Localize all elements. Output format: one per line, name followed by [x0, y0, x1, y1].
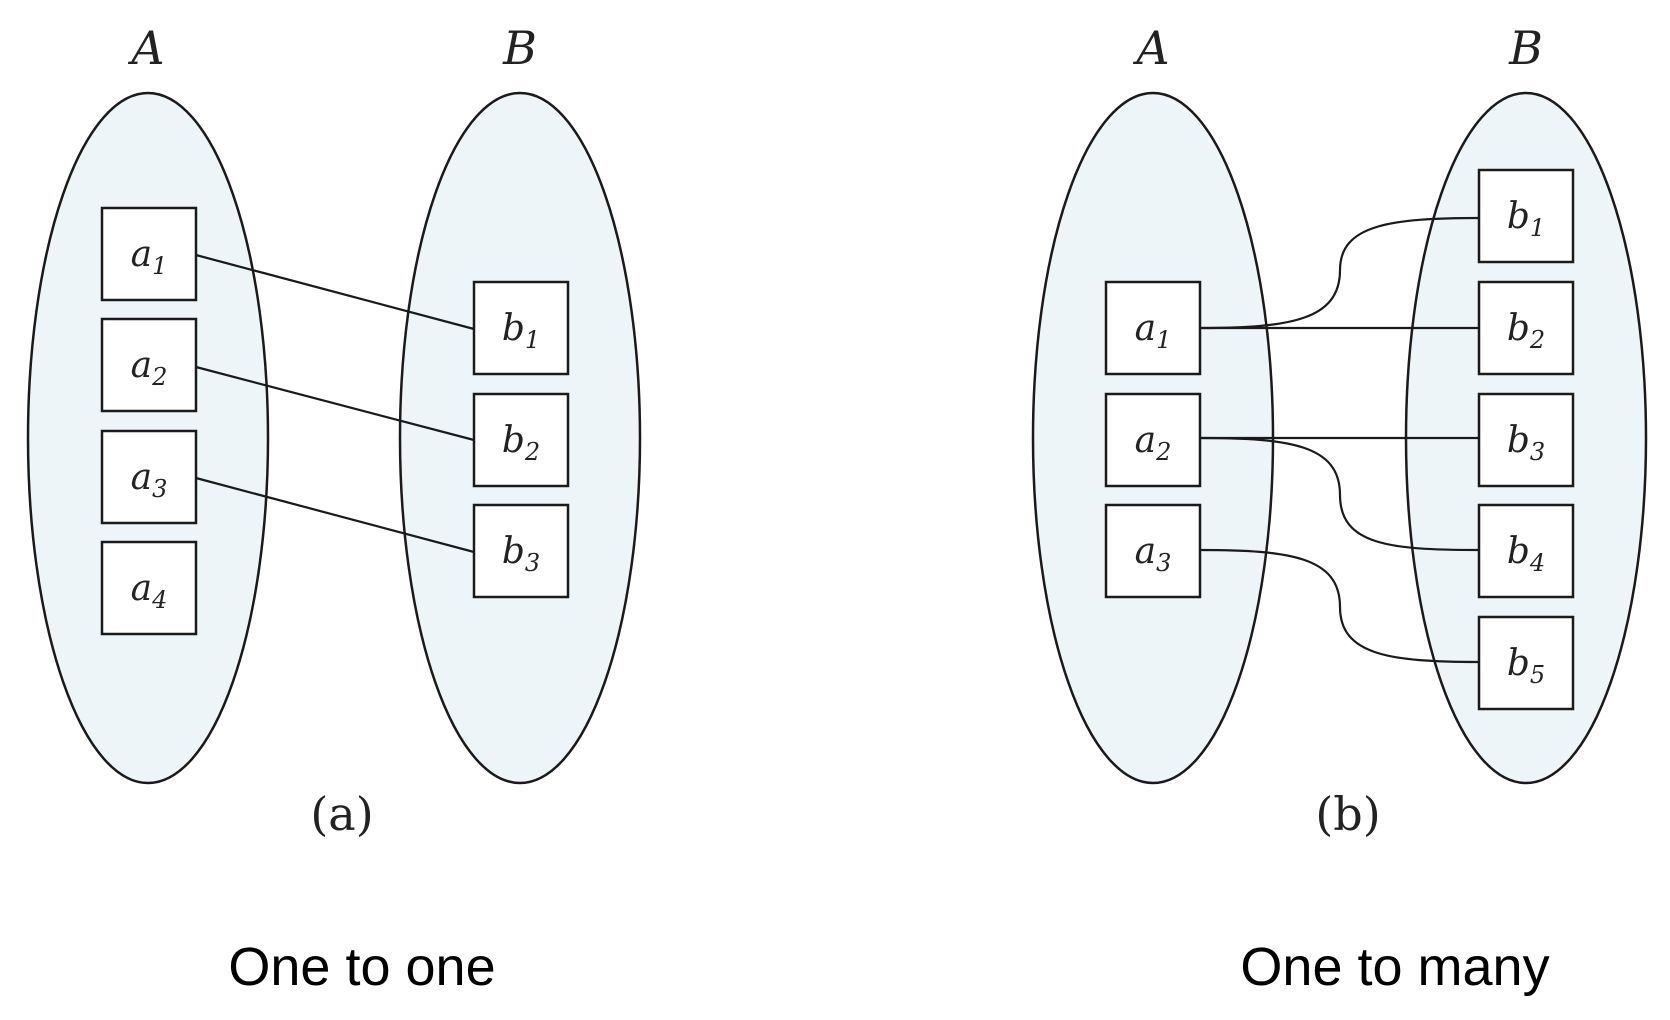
diagram-one-to-one: A B a1 a2 a3 a4 b1 [26, 21, 642, 997]
svg-text:b1: b1 [502, 308, 540, 354]
svg-text:b2: b2 [502, 420, 540, 466]
element-b2: b2 [1477, 280, 1575, 376]
svg-text:a2: a2 [1135, 420, 1172, 466]
svg-text:b1: b1 [1507, 196, 1545, 242]
svg-text:a4: a4 [131, 568, 168, 614]
svg-text:a2: a2 [131, 345, 168, 391]
mapping-line-a1-b1 [195, 253, 475, 331]
mapping-line-a1-b1 [1199, 216, 1480, 330]
set-b-title: B [1508, 21, 1543, 75]
mapping-line-a2-b4 [1199, 436, 1480, 552]
element-b5: b5 [1477, 615, 1575, 711]
caption-one-to-one: One to one [228, 937, 495, 997]
mapping-line-a3-b5 [1199, 548, 1480, 664]
element-a3: a3 [100, 429, 198, 525]
caption-one-to-many: One to many [1240, 937, 1549, 997]
element-b4: b4 [1477, 503, 1575, 599]
panel-label-a: (a) [310, 787, 373, 841]
element-a4: a4 [100, 540, 198, 636]
svg-text:b4: b4 [1507, 531, 1545, 577]
element-b1: b1 [1477, 168, 1575, 264]
element-a3: a3 [1104, 503, 1202, 599]
svg-text:b2: b2 [1507, 308, 1545, 354]
set-a-title: A [127, 21, 164, 75]
svg-text:a1: a1 [1135, 308, 1172, 354]
svg-text:b3: b3 [1507, 420, 1545, 466]
element-b3: b3 [472, 503, 570, 599]
mapping-line-a2-b2 [195, 365, 475, 442]
element-b3: b3 [1477, 392, 1575, 488]
panel-label-b: (b) [1315, 787, 1380, 841]
element-b1: b1 [472, 280, 570, 376]
diagram-one-to-many: A B a1 a2 a3 b1 b2 [1031, 21, 1648, 997]
element-a2: a2 [100, 317, 198, 413]
svg-text:a3: a3 [131, 457, 168, 503]
set-a-title: A [1132, 21, 1169, 75]
element-a1: a1 [1104, 280, 1202, 376]
element-a2: a2 [1104, 392, 1202, 488]
set-b-title: B [502, 21, 537, 75]
svg-text:a3: a3 [1135, 531, 1172, 577]
mapping-line-a3-b3 [195, 476, 475, 554]
element-b2: b2 [472, 392, 570, 488]
element-a1: a1 [100, 206, 198, 302]
svg-text:b5: b5 [1507, 643, 1545, 689]
svg-text:b3: b3 [502, 531, 540, 577]
svg-text:a1: a1 [131, 234, 168, 280]
